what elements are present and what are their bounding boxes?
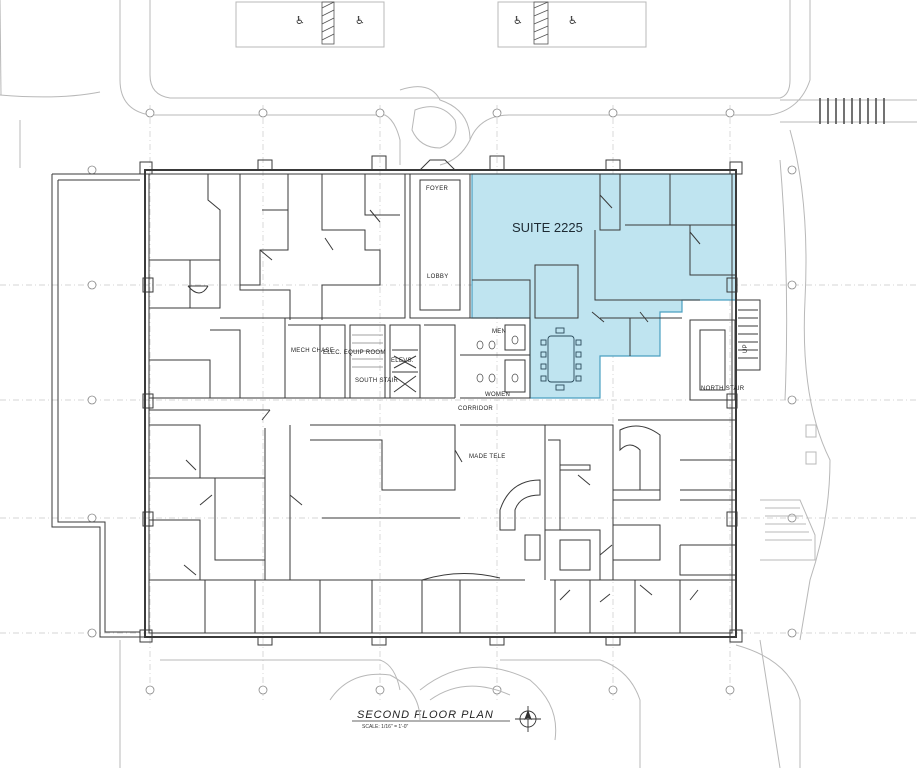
- accessible-parking-icon: ♿ ♿ ♿ ♿: [295, 14, 578, 27]
- plan-title: SECOND FLOOR PLAN: [357, 709, 494, 721]
- room-label-north-stair: NORTH STAIR: [701, 386, 745, 392]
- room-label-corridor: CORRIDOR: [458, 406, 493, 412]
- room-label-mech-chase: MECH CHASE: [291, 348, 334, 354]
- conference-table: [540, 327, 582, 391]
- svg-text:♿: ♿: [295, 14, 305, 27]
- room-label-up: UP: [743, 344, 749, 353]
- room-label-made-tele: MADE TELE: [469, 454, 506, 460]
- room-label-men: MEN: [492, 329, 506, 335]
- svg-text:♿: ♿: [355, 14, 365, 27]
- restroom-fixtures: [476, 335, 519, 383]
- north-arrow-icon: [515, 706, 541, 732]
- room-label-elevs: ELEVS.: [391, 358, 414, 364]
- room-label-south-stair: SOUTH STAIR: [355, 378, 399, 384]
- room-label-foyer: FOYER: [426, 186, 449, 192]
- svg-text:♿: ♿: [513, 14, 523, 27]
- site-parking-top: [0, 0, 917, 168]
- south-stair: [352, 334, 383, 368]
- plan-scale: SCALE: 1/16" = 1'-0": [362, 724, 409, 730]
- title-block: SECOND FLOOR PLAN SCALE: 1/16" = 1'-0": [352, 709, 510, 730]
- suite-2225-highlight[interactable]: [471, 173, 737, 399]
- room-label-lobby: LOBBY: [427, 274, 449, 280]
- site-bottom: [119, 129, 831, 768]
- room-label-elec-room: ELEC. EQUIP ROOM: [323, 350, 386, 356]
- interior-walls: [149, 174, 761, 633]
- room-label-women: WOMEN: [485, 392, 510, 398]
- building-shell: [51, 155, 743, 646]
- suite-label: SUITE 2225: [512, 220, 583, 235]
- svg-text:♿: ♿: [568, 14, 578, 27]
- column-grid: [0, 105, 917, 700]
